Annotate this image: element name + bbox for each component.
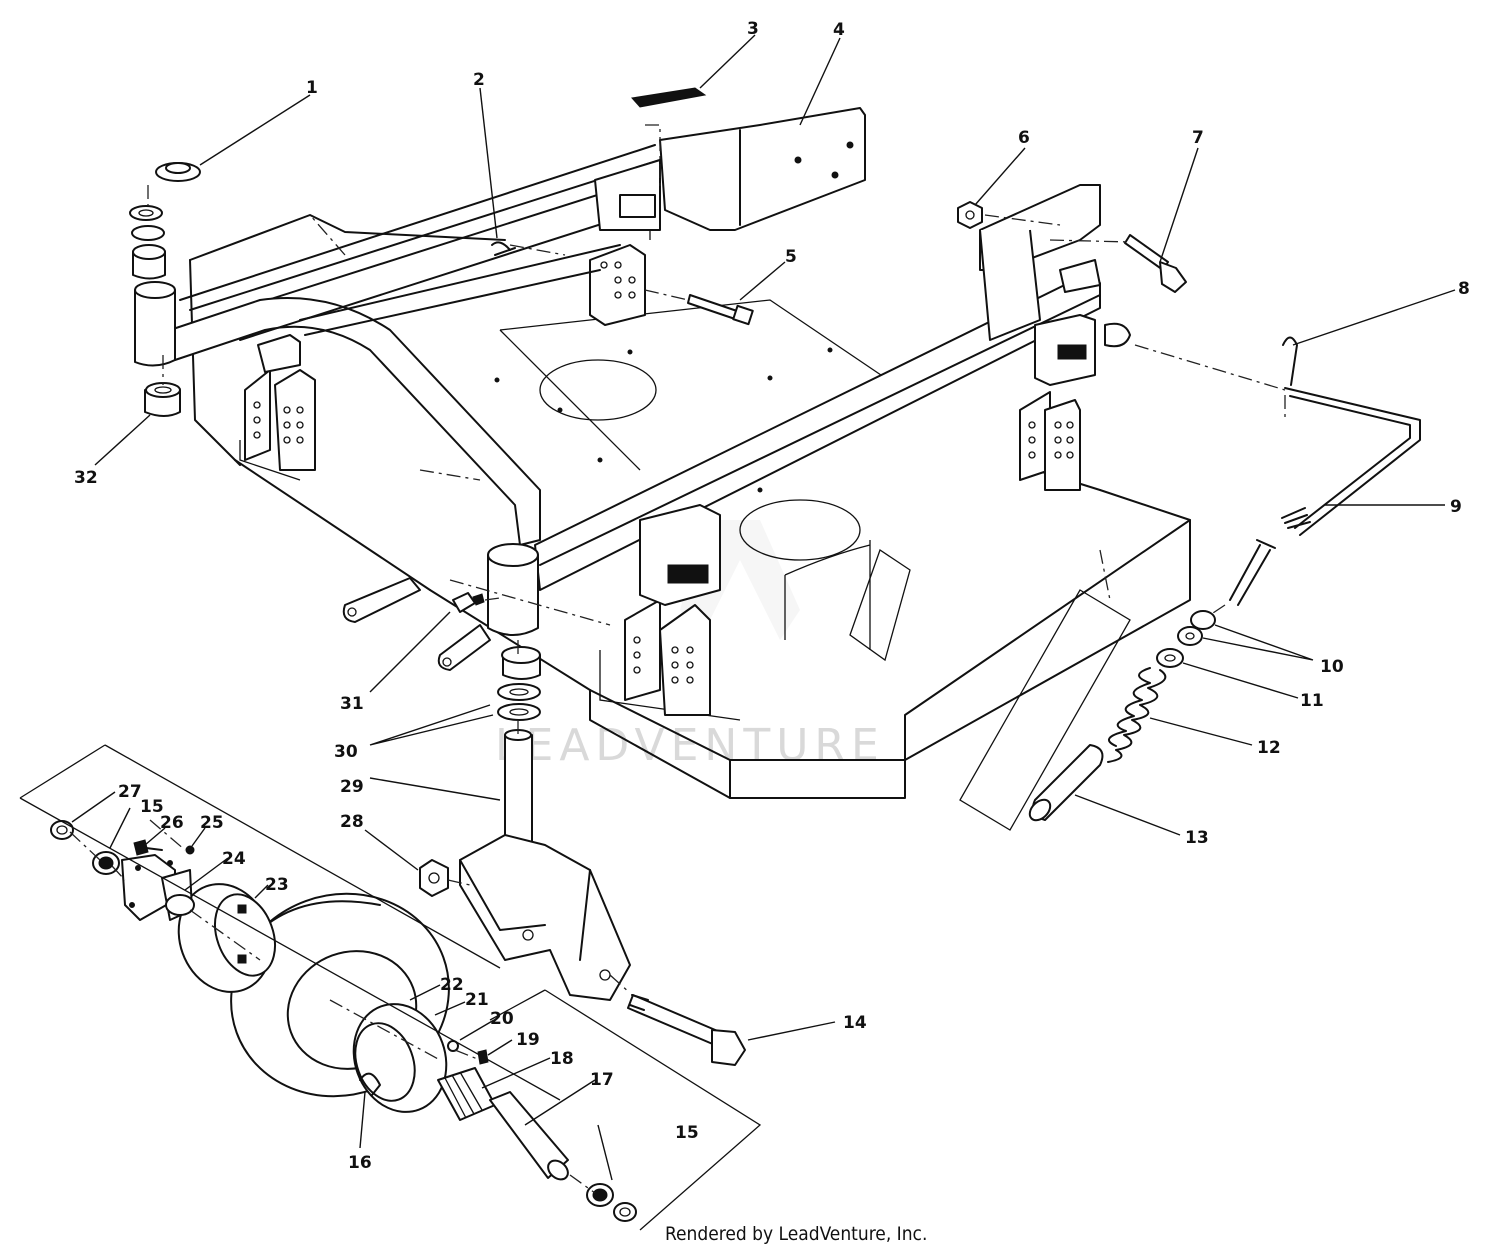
- watermark-text: LEADVENTURE: [495, 720, 885, 771]
- part-9-rod-end: [1229, 539, 1276, 606]
- deck-frame: [169, 144, 1101, 606]
- callout-23: 23: [265, 875, 289, 895]
- alignment-lines: [69, 124, 1286, 1194]
- part-27-washer-lower: [613, 1202, 637, 1222]
- leader-lines: [71, 34, 1456, 1181]
- part-26-screw: [133, 839, 163, 856]
- callout-8: 8: [1458, 279, 1470, 299]
- deck-hitch-brackets: [244, 244, 1081, 716]
- render-credit: Rendered by LeadVenture, Inc.: [665, 1223, 927, 1245]
- callout-32: 32: [74, 468, 98, 488]
- callout-15-upper: 15: [140, 797, 164, 817]
- part-27-washer: [50, 820, 74, 840]
- caster-washers-upper: [129, 205, 166, 280]
- part-23-hub-half: [177, 883, 276, 993]
- part-25-fitting: [185, 845, 195, 855]
- callout-26: 26: [160, 813, 184, 833]
- part-32-bushing: [144, 382, 181, 417]
- left-caster-tube: [134, 281, 176, 367]
- axle-group-box: [489, 989, 762, 1231]
- part-4-bracket-plate: [594, 107, 866, 231]
- part-8-cotter-pin: [1282, 336, 1298, 386]
- callout-1: 1: [306, 78, 318, 98]
- deck-arms: [342, 577, 491, 671]
- part-1-clip: [155, 162, 201, 182]
- part-12-spring: [1107, 667, 1167, 763]
- callout-24: 24: [222, 849, 246, 869]
- part-20-screw: [447, 1040, 459, 1052]
- callout-6: 6: [1018, 128, 1030, 148]
- callout-17: 17: [590, 1070, 614, 1090]
- part-15-bearing-lower: [586, 1183, 614, 1207]
- callout-5: 5: [785, 247, 797, 267]
- callout-31: 31: [340, 694, 364, 714]
- callout-11: 11: [1300, 691, 1324, 711]
- callout-20: 20: [490, 1009, 514, 1029]
- callout-9: 9: [1450, 497, 1462, 517]
- part-24-bearing-cap: [121, 854, 195, 921]
- part-2-pin: [491, 241, 516, 256]
- callout-2: 2: [473, 70, 485, 90]
- callout-15-lower: 15: [675, 1123, 699, 1143]
- part-31-grease-fitting: [452, 592, 485, 613]
- callout-3: 3: [747, 19, 759, 39]
- callout-25: 25: [200, 813, 224, 833]
- callout-7: 7: [1192, 128, 1204, 148]
- part-6-nut: [957, 201, 983, 229]
- part-9-rod: [1281, 387, 1421, 536]
- callout-29: 29: [340, 777, 364, 797]
- wheel-group-box: [19, 744, 561, 1101]
- part-18-spacer: [437, 1067, 496, 1121]
- callout-14: 14: [843, 1013, 867, 1033]
- callout-18: 18: [550, 1049, 574, 1069]
- callout-30: 30: [334, 742, 358, 762]
- callout-4: 4: [833, 20, 845, 40]
- part-17-axle: [489, 1091, 569, 1181]
- part-13-sleeve: [1028, 744, 1104, 822]
- rear-mount-bracket: [979, 184, 1131, 348]
- part-15-bearing: [92, 851, 120, 875]
- callout-16: 16: [348, 1153, 372, 1173]
- callout-12: 12: [1257, 738, 1281, 758]
- part-13-box: [959, 589, 1131, 831]
- part-14-bolt: [627, 994, 746, 1066]
- part-28-nut: [419, 859, 449, 897]
- caster-fork: [459, 834, 631, 1001]
- callout-27: 27: [118, 782, 142, 802]
- part-22-hub-half: [352, 1003, 448, 1113]
- part-3-pad: [631, 87, 707, 108]
- part-30-washers: [497, 646, 541, 721]
- callout-28: 28: [340, 812, 364, 832]
- callout-22: 22: [440, 975, 464, 995]
- callout-13: 13: [1185, 828, 1209, 848]
- callout-19: 19: [516, 1030, 540, 1050]
- part-5-bolt: [687, 294, 754, 326]
- right-caster-tube: [487, 543, 539, 636]
- callout-21: 21: [465, 990, 489, 1010]
- part-11-washer: [1156, 648, 1184, 668]
- callout-10: 10: [1320, 657, 1344, 677]
- part-7-bolt: [1124, 234, 1187, 293]
- callout-numbers: 1 2 3 4 5 6 7 8 9 10 11 12 13 14 15 15 1…: [74, 19, 1470, 1173]
- part-10-nuts: [1177, 610, 1216, 646]
